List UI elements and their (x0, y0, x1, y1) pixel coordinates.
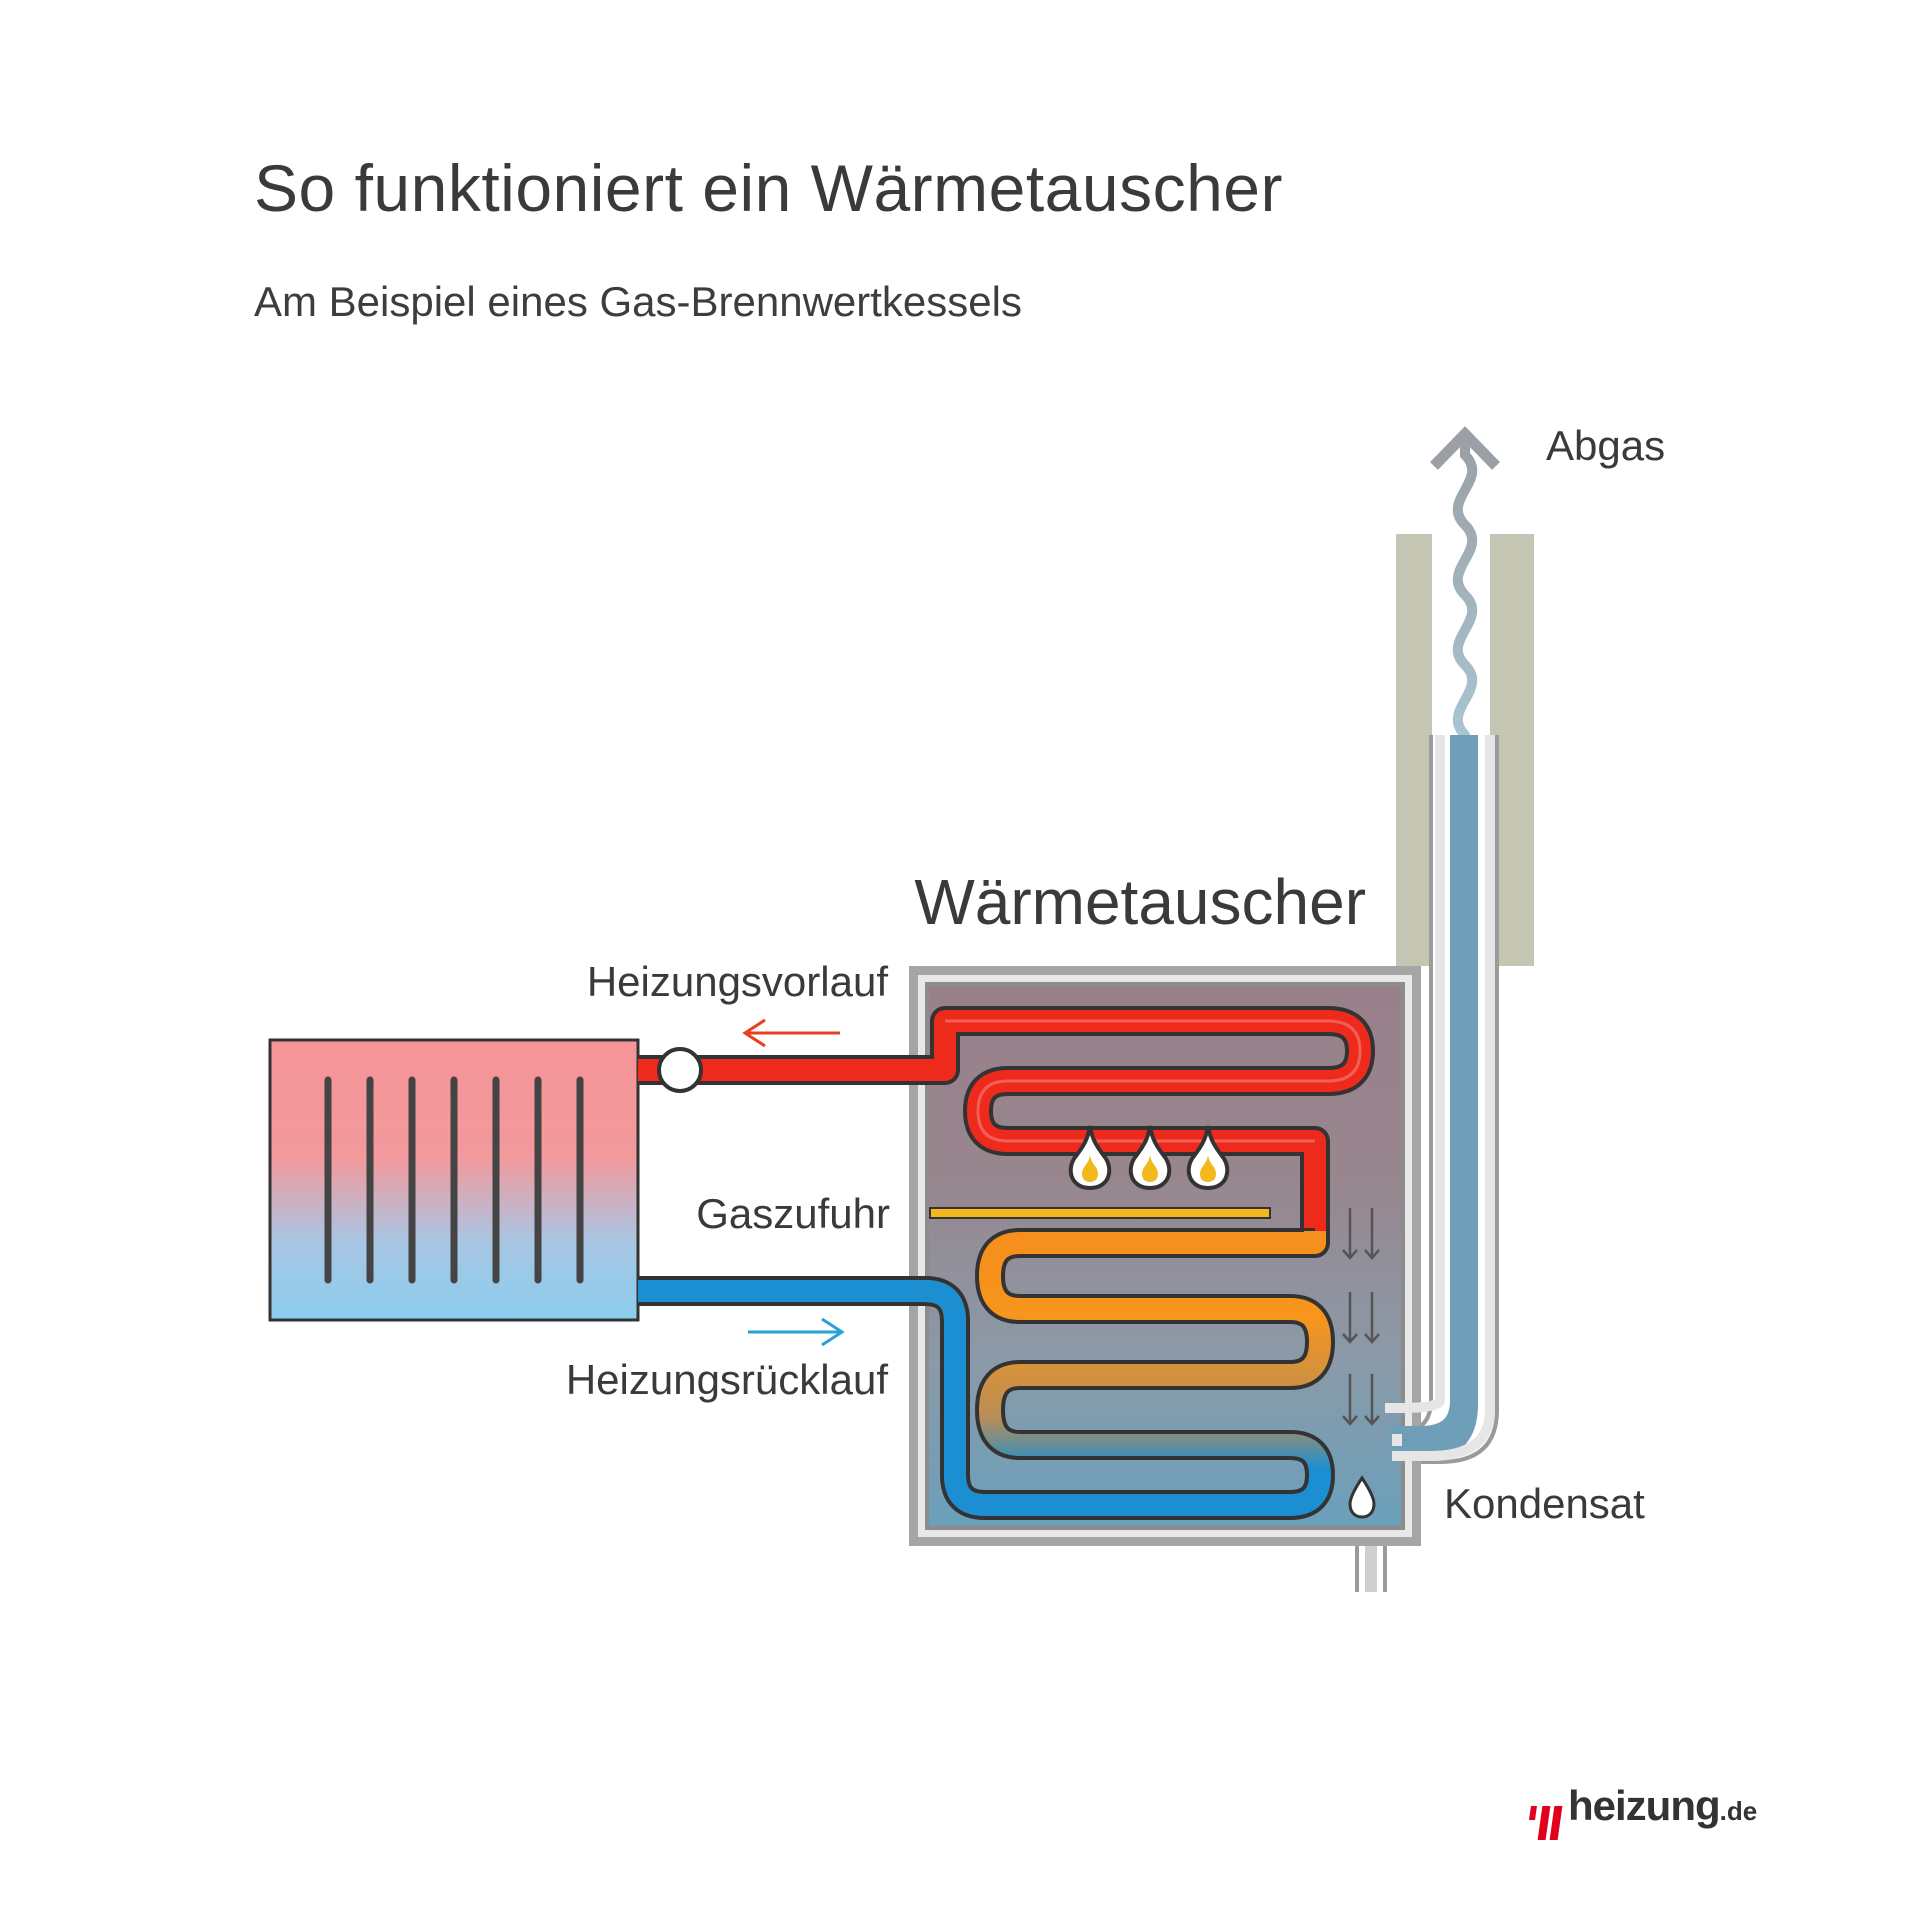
gas-line (929, 1207, 1271, 1219)
radiator (268, 1038, 640, 1322)
return-direction-arrow-icon (748, 1317, 845, 1347)
flame-icon (1068, 1125, 1112, 1191)
brand-name: heizung (1568, 1782, 1721, 1829)
return-label: Heizungsrücklauf (566, 1356, 888, 1403)
droplet-icon (1348, 1475, 1376, 1519)
condensate-drain (1355, 1546, 1389, 1592)
exhaust-arrow-icon (1430, 426, 1500, 740)
flow-direction-arrow-icon (742, 1018, 840, 1048)
burner-flames (1068, 1125, 1230, 1191)
return-pipe (638, 1228, 1335, 1520)
exhaust-pipe-inner (1385, 966, 1495, 1461)
brand-logo: heizung .de (1529, 1782, 1758, 1840)
gas-supply-label: Gaszufuhr (696, 1190, 890, 1237)
flow-label: Heizungsvorlauf (587, 958, 888, 1005)
brand-bars-icon (1529, 1806, 1563, 1840)
brand-tld: .de (1719, 1796, 1758, 1826)
exhaust-label: Abgas (1546, 422, 1665, 469)
condensation-arrows-icon (1342, 1208, 1380, 1426)
condensate-label: Kondensat (1444, 1480, 1645, 1527)
page-title: So funktioniert ein Wärmetauscher (254, 151, 1283, 225)
page-subtitle: Am Beispiel eines Gas-Brennwertkessels (254, 278, 1022, 325)
flame-icon (1186, 1125, 1230, 1191)
flow-pipe (638, 1006, 1375, 1231)
flame-icon (1128, 1125, 1172, 1191)
exchanger-label: Wärmetauscher (914, 866, 1366, 938)
pump-icon (657, 1047, 703, 1093)
